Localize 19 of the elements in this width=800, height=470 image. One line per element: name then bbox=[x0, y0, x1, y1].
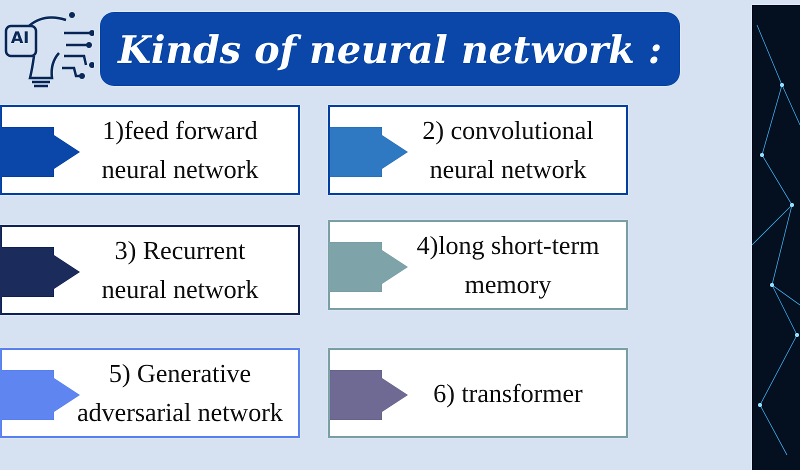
item-card bbox=[0, 225, 300, 315]
item-text: 5) Generative adversarial network bbox=[76, 358, 284, 429]
item-text: 4)long short-term memory bbox=[416, 230, 600, 301]
item-card bbox=[328, 348, 628, 438]
item-text: 1)feed forward neural network bbox=[100, 115, 260, 186]
pointer-arrow bbox=[330, 370, 410, 420]
item-text: 2) convolutional neural network bbox=[421, 115, 595, 186]
chip-label: AI bbox=[10, 27, 30, 49]
item-card bbox=[328, 105, 628, 195]
item-card bbox=[0, 105, 300, 195]
item-text: 3) Recurrent neural network bbox=[100, 235, 260, 306]
pointer-arrow bbox=[330, 127, 410, 177]
title-banner: Kinds of neural network : bbox=[100, 12, 680, 86]
item-card bbox=[328, 220, 628, 310]
item-card bbox=[0, 348, 300, 438]
pointer-arrow bbox=[330, 242, 410, 292]
pointer-arrow bbox=[2, 247, 82, 297]
item-text: 6) transformer bbox=[432, 378, 584, 410]
pointer-arrow bbox=[2, 127, 82, 177]
